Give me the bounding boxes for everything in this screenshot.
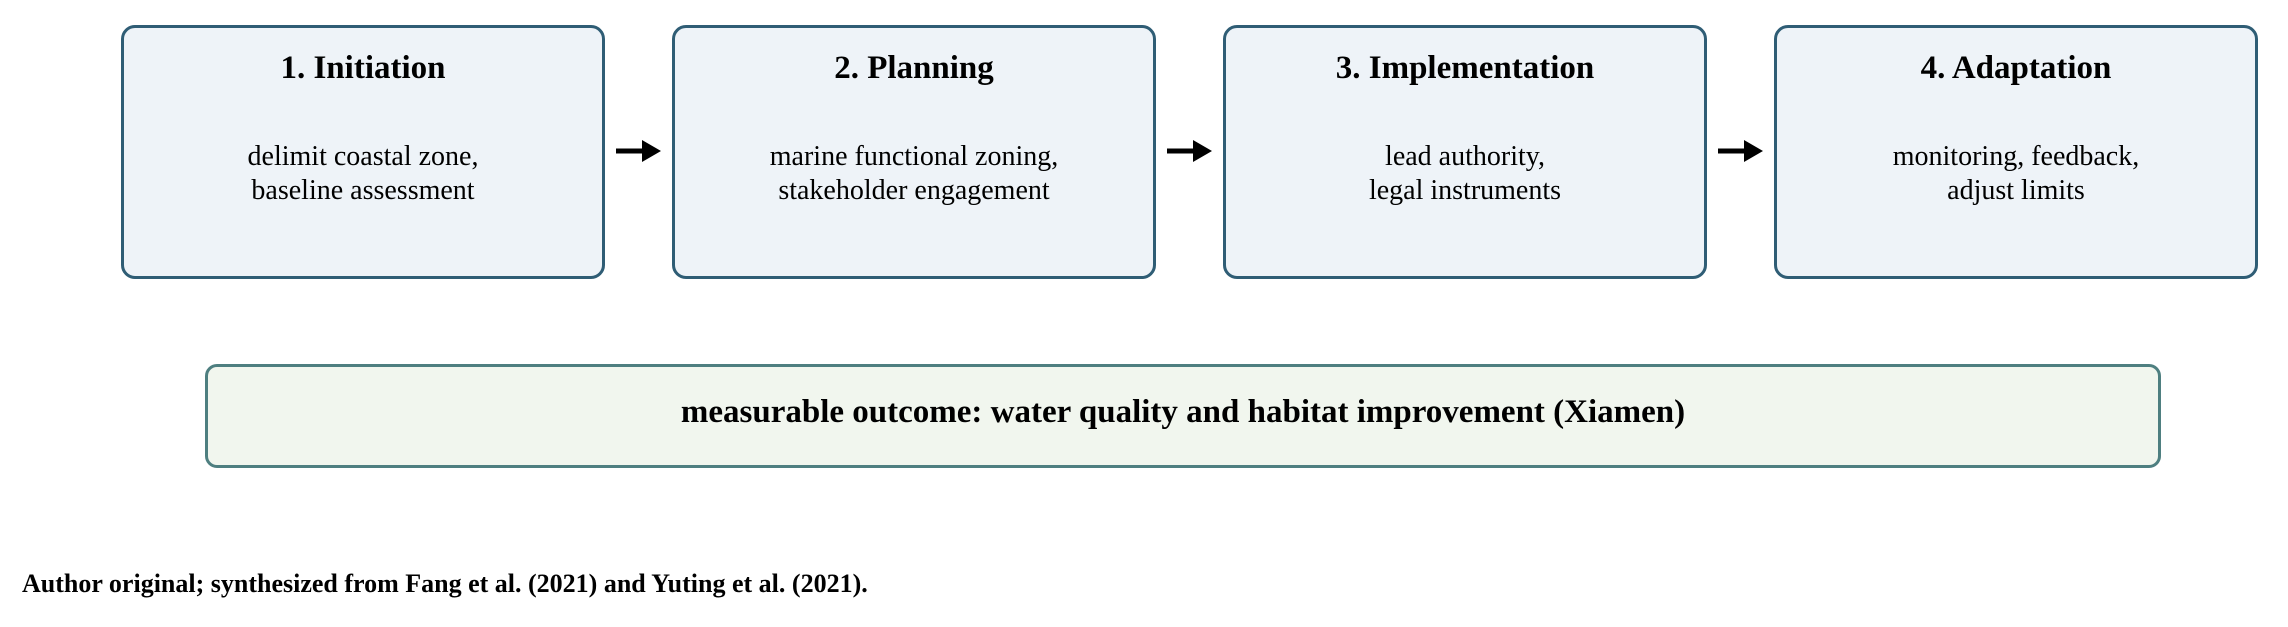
stage-description-line: monitoring, feedback, bbox=[1892, 141, 2140, 172]
stage-description-line: adjust limits bbox=[1947, 175, 2085, 206]
stage-description-line: lead authority, bbox=[1385, 141, 1545, 172]
stage-description-line: legal instruments bbox=[1368, 175, 1562, 206]
stage-description-line: marine functional zoning, bbox=[769, 141, 1059, 172]
stage-description-line: stakeholder engagement bbox=[778, 175, 1050, 206]
stage-description: marine functional zoning, stakeholder en… bbox=[685, 140, 1143, 208]
stage-adaptation: 4. Adaptation monitoring, feedback, adju… bbox=[1774, 25, 2258, 279]
outcome-text: measurable outcome: water quality and ha… bbox=[680, 394, 1686, 430]
right-arrow-icon bbox=[1718, 140, 1763, 162]
right-arrow-icon bbox=[616, 140, 661, 162]
stage-title: 1. Initiation bbox=[280, 50, 446, 86]
stage-description-line: baseline assessment bbox=[251, 175, 475, 206]
stage-title: 2. Planning bbox=[834, 50, 994, 86]
stage-title: 3. Implementation bbox=[1335, 50, 1595, 86]
outcome-box: measurable outcome: water quality and ha… bbox=[205, 364, 2161, 468]
stage-initiation: 1. Initiation delimit coastal zone, base… bbox=[121, 25, 605, 279]
stage-description: delimit coastal zone, baseline assessmen… bbox=[134, 140, 592, 208]
stage-description: monitoring, feedback, adjust limits bbox=[1787, 140, 2245, 208]
stage-description: lead authority, legal instruments bbox=[1236, 140, 1694, 208]
stage-implementation: 3. Implementation lead authority, legal … bbox=[1223, 25, 1707, 279]
stage-description-line: delimit coastal zone, bbox=[247, 141, 479, 172]
right-arrow-icon bbox=[1167, 140, 1212, 162]
stage-title: 4. Adaptation bbox=[1920, 50, 2112, 86]
figure-caption: Author original; synthesized from Fang e… bbox=[22, 569, 868, 598]
stage-planning: 2. Planning marine functional zoning, st… bbox=[672, 25, 1156, 279]
